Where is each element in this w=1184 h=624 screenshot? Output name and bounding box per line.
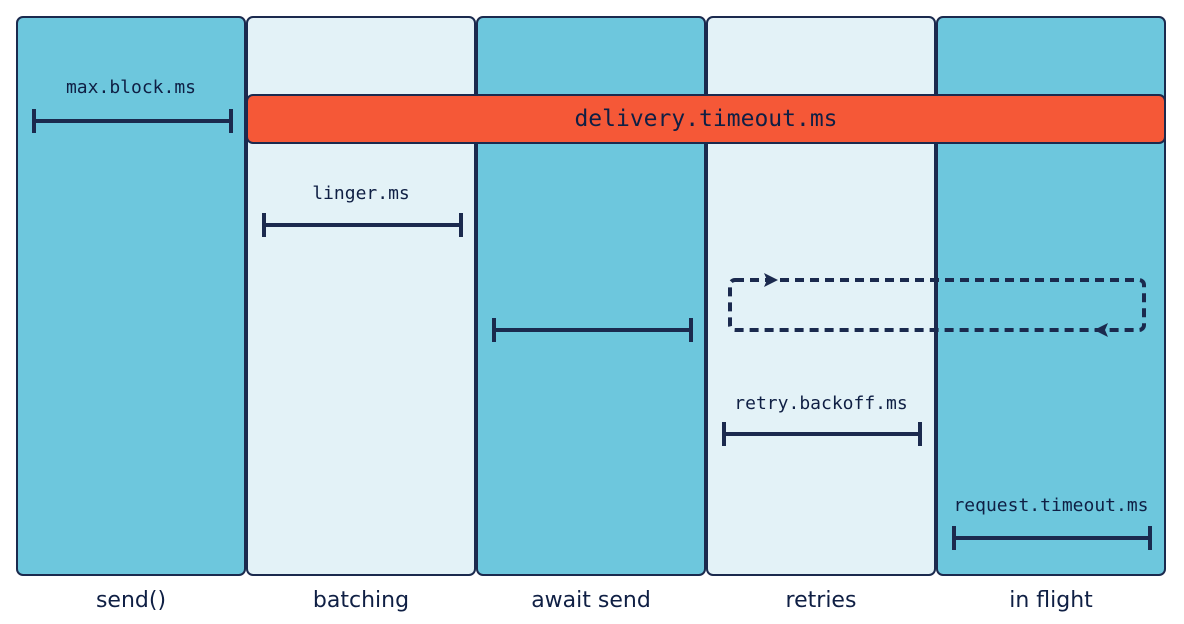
max-block-interval — [32, 109, 233, 133]
retry-loop-dashed-path — [728, 278, 1146, 332]
retry-backoff-label: retry.backoff.ms — [734, 393, 908, 414]
request-timeout-interval — [952, 526, 1152, 550]
column-label-await-send: await send — [531, 588, 651, 613]
column-label-send: send() — [95, 588, 167, 613]
max-block-label: max.block.ms — [65, 77, 197, 98]
column-send — [16, 16, 246, 576]
retry-loop — [728, 273, 1146, 337]
request-timeout-label: request.timeout.ms — [953, 495, 1149, 516]
delivery-timeout-label: delivery.timeout.ms — [574, 106, 838, 132]
delivery-timeout-bar: delivery.timeout.ms — [246, 94, 1166, 144]
retry-backoff-interval — [722, 422, 922, 446]
arrow-left-icon — [1094, 323, 1108, 337]
column-label-retries: retries — [785, 588, 857, 613]
linger-interval — [262, 213, 463, 237]
column-label-in-flight: in flight — [1009, 588, 1093, 613]
await-send-interval — [492, 318, 693, 342]
linger-label: linger.ms — [312, 183, 410, 204]
column-label-batching: batching — [312, 588, 410, 613]
arrow-right-icon — [764, 273, 778, 287]
